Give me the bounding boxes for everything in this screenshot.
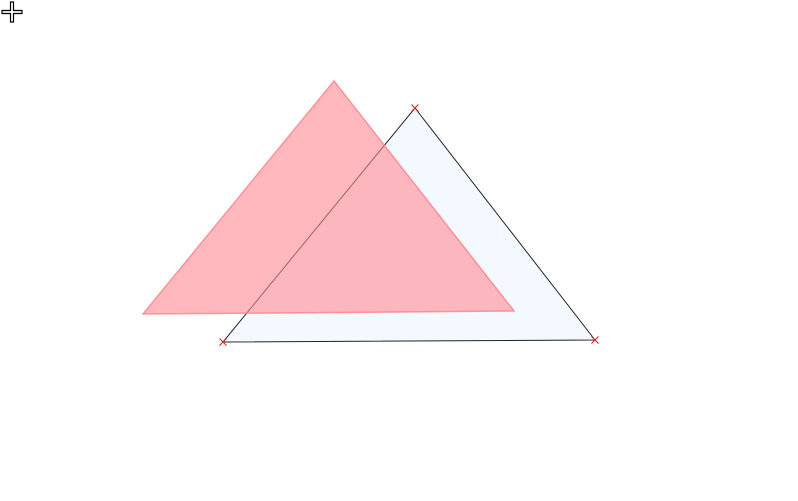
vertex-handle-right[interactable] <box>591 336 599 344</box>
x-mark-icon <box>219 338 227 346</box>
vertex-handle-top[interactable] <box>411 104 419 112</box>
x-mark-icon <box>411 104 419 112</box>
vertex-handle-left[interactable] <box>219 338 227 346</box>
dragged-triangle-preview[interactable] <box>141 79 516 315</box>
x-mark-icon <box>591 336 599 344</box>
move-crosshair-icon <box>1 1 23 23</box>
